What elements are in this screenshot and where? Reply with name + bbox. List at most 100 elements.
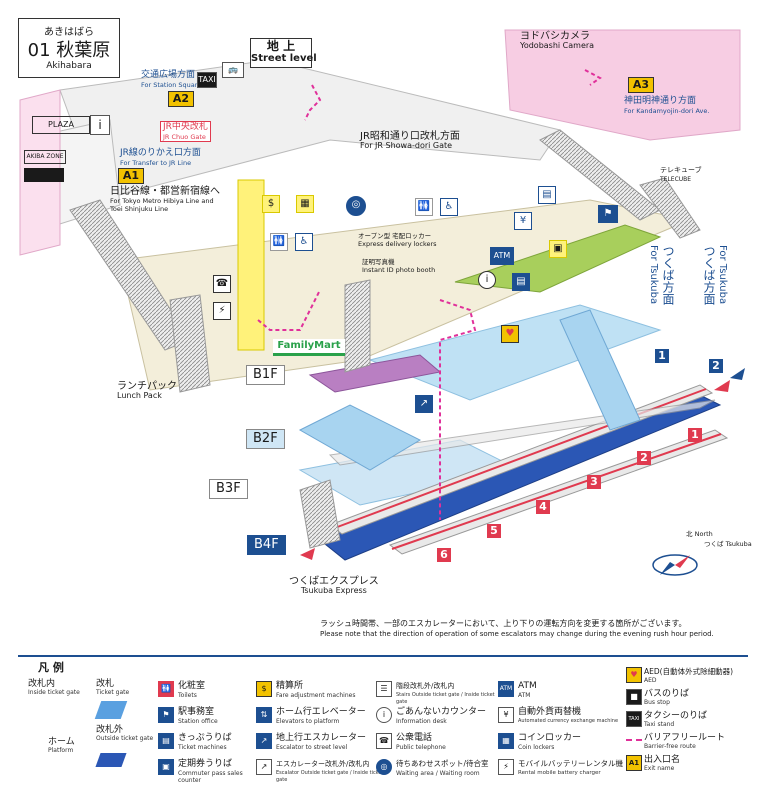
label-station-square-jp: 交通広場方面 bbox=[141, 70, 196, 80]
street-level-jp: 地 上 bbox=[266, 39, 296, 53]
legend-commuter-pass-icon: ▣ bbox=[158, 759, 174, 775]
label-lockers-en: Express delivery lockers bbox=[358, 240, 437, 248]
legend-elevator-icon: ⇅ bbox=[256, 707, 272, 723]
legend-atm-en: ATM bbox=[518, 692, 531, 699]
legend-ticket-gate: 改札内 Inside ticket gate bbox=[28, 679, 80, 696]
label-kandamyojin-en: For Kandamyojin-dori Ave. bbox=[624, 107, 710, 115]
legend-station-office-en: Station office bbox=[178, 718, 218, 725]
coin-locker-icon: ▦ bbox=[296, 195, 314, 213]
label-hibiya-jp: 日比谷線・都営新宿線へ bbox=[110, 186, 220, 197]
legend-coin-locker-jp: コインロッカー bbox=[518, 733, 582, 743]
legend-outside-gate-label: 改札外 Outside ticket gate bbox=[96, 725, 153, 742]
legend-toilet-icon: 🚻 bbox=[158, 681, 174, 697]
legend-information-icon: i bbox=[376, 707, 392, 723]
ticket-machine-icon: ▤ bbox=[538, 186, 556, 204]
legend-exit-name-jp: 出入口名 bbox=[644, 755, 681, 765]
compass-icon bbox=[652, 554, 698, 576]
exit-a2: A2 bbox=[168, 91, 194, 107]
legend-toilets-jp: 化粧室 bbox=[178, 681, 206, 691]
rush-hour-notice-en: Please note that the direction of operat… bbox=[320, 630, 714, 638]
legend-waiting-area-jp: 待ちあわせスポット/待合室 bbox=[396, 759, 489, 768]
legend-item-atm: ATM ATM ATM bbox=[498, 681, 628, 707]
legend-col-1: 🚻 化粧室 Toilets ⚑ 駅事務室 Station office ▤ きっ… bbox=[158, 681, 258, 785]
legend-elevator-en: Elevators to platform bbox=[276, 718, 340, 725]
station-kana: あきはばら bbox=[44, 27, 94, 38]
compass-north-jp: 北 bbox=[686, 530, 693, 538]
legend-item-fare-adjust: $ 精算所 Fare adjustment machines bbox=[256, 681, 386, 707]
legend-col-2: $ 精算所 Fare adjustment machines ⇅ ホーム行エレベ… bbox=[256, 681, 386, 785]
direction-1-number: 1 bbox=[655, 349, 669, 363]
legend-telephone-jp: 公衆電話 bbox=[396, 733, 433, 743]
compass-tsukuba-jp: つくば bbox=[704, 540, 724, 548]
platform-number-6: 6 bbox=[437, 548, 451, 562]
legend-commuter-pass-jp: 定期券うりば bbox=[178, 759, 233, 769]
legend-bus-icon: ■ bbox=[626, 689, 642, 705]
legend-battery-icon: ⚡ bbox=[498, 759, 514, 775]
direction-1-en: For Tsukuba bbox=[648, 245, 659, 305]
legend-taxi-jp: タクシーのりば bbox=[644, 711, 708, 721]
stairs-mid bbox=[169, 294, 211, 393]
legend-exit-name-en: Exit name bbox=[644, 765, 675, 772]
information-icon-b1: i bbox=[478, 271, 496, 289]
legend-taxi-en: Taxi stand bbox=[644, 721, 675, 728]
barrier-free-route-3 bbox=[257, 289, 321, 331]
floor-tag-b1f: B1F bbox=[246, 365, 285, 385]
station-map-illustration bbox=[19, 29, 745, 576]
arrow-tsukuba-2 bbox=[730, 368, 745, 380]
direction-2-jp: つくば方面 bbox=[702, 245, 716, 305]
escalator-street-icon: ↗ bbox=[415, 395, 433, 413]
legend-currency-exchange-jp: 自動外貨両替機 bbox=[518, 707, 582, 717]
legend-ticket-gate-label: 改札 Ticket gate bbox=[96, 679, 129, 696]
label-station-square: 交通広場方面 For Station Square bbox=[141, 70, 201, 89]
yodobashi-building bbox=[504, 29, 741, 141]
label-tsukuba-express-en: Tsukuba Express bbox=[300, 586, 367, 595]
label-telecube-jp: テレキューブ bbox=[660, 166, 702, 174]
label-lunchpack-en: Lunch Pack bbox=[117, 391, 162, 400]
legend-platform-jp: ホーム bbox=[48, 737, 75, 747]
legend-inside-gate-en: Inside ticket gate bbox=[28, 689, 80, 696]
rush-hour-notice-jp: ラッシュ時間帯、一部のエスカレーターにおいて、上り下りの運転方向を変更する箇所が… bbox=[320, 619, 687, 628]
legend-item-exit-name: A1 出入口名 Exit name bbox=[626, 755, 748, 777]
legend-outside-gate-en: Outside ticket gate bbox=[96, 735, 154, 742]
legend-barrier-free-icon bbox=[626, 739, 642, 741]
legend-col-5: ♥ AED(自動体外式除細動器) AED ■ バスのりば Bus stop TA… bbox=[626, 667, 748, 777]
legend-escalator-icon: ↗ bbox=[256, 759, 272, 775]
legend-commuter-pass-en: Commuter pass sales counter bbox=[178, 770, 243, 784]
label-kandamyojin-jp: 神田明神通り方面 bbox=[624, 96, 697, 106]
plaza-logo-text: PLAZA bbox=[48, 120, 74, 129]
legend-item-station-office: ⚑ 駅事務室 Station office bbox=[158, 707, 258, 733]
legend-waiting-area-icon: ◎ bbox=[376, 759, 392, 775]
currency-exchange-icon: ¥ bbox=[514, 212, 532, 230]
label-lockers-jp: オープン型 宅配ロッカー bbox=[358, 232, 432, 240]
label-kandamyojin: 神田明神通り方面 For Kandamyojin-dori Ave. bbox=[624, 96, 709, 115]
legend-escalator-en: Escalator Outside ticket gate / Inside t… bbox=[276, 770, 384, 783]
taxi-icon: TAXI bbox=[197, 72, 217, 88]
legend-item-commuter-pass: ▣ 定期券うりば Commuter pass sales counter bbox=[158, 759, 258, 785]
platform-number-1: 1 bbox=[688, 428, 702, 442]
legend-item-coin-locker: ▦ コインロッカー Coin lockers bbox=[498, 733, 628, 759]
toilet-icon-b2: 🚻 bbox=[415, 198, 433, 216]
legend-elevator-jp: ホーム行エレベーター bbox=[276, 707, 366, 717]
battery-icon: ⚡ bbox=[213, 302, 231, 320]
label-lockers: オープン型 宅配ロッカー Express delivery lockers bbox=[358, 232, 437, 248]
legend-taxi-icon: TAXI bbox=[626, 711, 642, 727]
akiba-zone-logo: AKIBA ZONE bbox=[24, 150, 66, 164]
legend-aed-en: AED bbox=[644, 677, 657, 684]
direction-2-number: 2 bbox=[709, 359, 723, 373]
escalator-b2-b4-east bbox=[559, 309, 641, 431]
legend-platform-label: ホーム Platform bbox=[48, 737, 75, 754]
legend-waiting-area-en: Waiting area / Waiting room bbox=[396, 770, 480, 777]
legend-escalator-street-en: Escalator to street level bbox=[276, 744, 348, 751]
legend-escalator-street-icon: ↗ bbox=[256, 733, 272, 749]
familymart-logo: FamilyMart bbox=[273, 339, 345, 356]
legend-information-jp: ごあんないカウンター bbox=[396, 707, 487, 717]
label-jr-transfer-jp: JR線のりかえ口方面 bbox=[120, 148, 201, 158]
legend-coin-locker-en: Coin lockers bbox=[518, 744, 555, 751]
stairs-b3-b4 bbox=[299, 479, 341, 549]
legend-item-aed: ♥ AED(自動体外式除細動器) AED bbox=[626, 667, 748, 689]
label-telecube-en: TELECUBE bbox=[660, 176, 692, 183]
stairs-far-east bbox=[639, 177, 701, 239]
rush-hour-notice: ラッシュ時間帯、一部のエスカレーターにおいて、上り下りの運転方向を変更する箇所が… bbox=[320, 619, 750, 639]
legend-platform-en: Platform bbox=[48, 747, 74, 754]
label-showa-gate-jp: JR昭和通り口改札方面 bbox=[360, 131, 460, 142]
